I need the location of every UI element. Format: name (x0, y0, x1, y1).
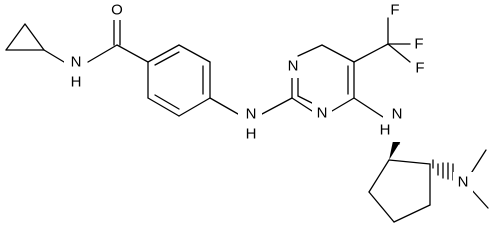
atom-label-amino-h: H (380, 122, 391, 139)
bond (393, 204, 431, 223)
bond (147, 97, 180, 117)
bond (353, 43, 389, 63)
bond (469, 149, 487, 176)
bond (388, 159, 431, 165)
bond (147, 44, 180, 63)
atom-label-amino-n: N (392, 106, 403, 123)
bond (178, 97, 211, 117)
atom-label-carbonyl-o: O (111, 2, 123, 19)
atom-label-amide-n: N (71, 54, 82, 71)
bond (297, 95, 315, 105)
bond (87, 44, 118, 63)
atom-label-aniline-n: N (246, 106, 257, 123)
bond (297, 44, 323, 57)
bond (368, 191, 395, 223)
bond (5, 23, 26, 51)
bond-lines (5, 13, 489, 223)
bond (43, 49, 65, 63)
atom-label-f-mid: F (414, 36, 423, 53)
bond (261, 97, 293, 115)
atom-label-aniline-h: H (246, 126, 257, 143)
bond (387, 43, 411, 63)
structure-canvas: O N H N H N N N H F F F N (5, 2, 489, 223)
atom-label-dimethyl-n: N (458, 174, 469, 191)
bond (368, 159, 390, 193)
bond (154, 94, 180, 110)
atom-label-f-top: F (390, 2, 399, 19)
atom-label-pyrimidine-n1: N (317, 105, 328, 122)
atom-label-pyrimidine-n3: N (288, 58, 299, 75)
atom-labels: O N H N H N N N H F F F N (64, 2, 473, 194)
bond (291, 97, 313, 112)
bond (321, 44, 355, 63)
bond (24, 23, 45, 51)
stereo-bonds (389, 136, 454, 181)
atom-label-amide-h: H (71, 74, 82, 91)
bond (116, 44, 149, 63)
hashed-wedge-bond (432, 159, 454, 181)
bond (178, 44, 211, 63)
chemical-structure-diagram: O N H N H N N N H F F F N (5, 2, 489, 223)
bond (331, 97, 355, 112)
bond (209, 97, 239, 115)
atom-label-f-low: F (415, 60, 424, 77)
bond (154, 51, 180, 66)
bond (353, 97, 384, 118)
